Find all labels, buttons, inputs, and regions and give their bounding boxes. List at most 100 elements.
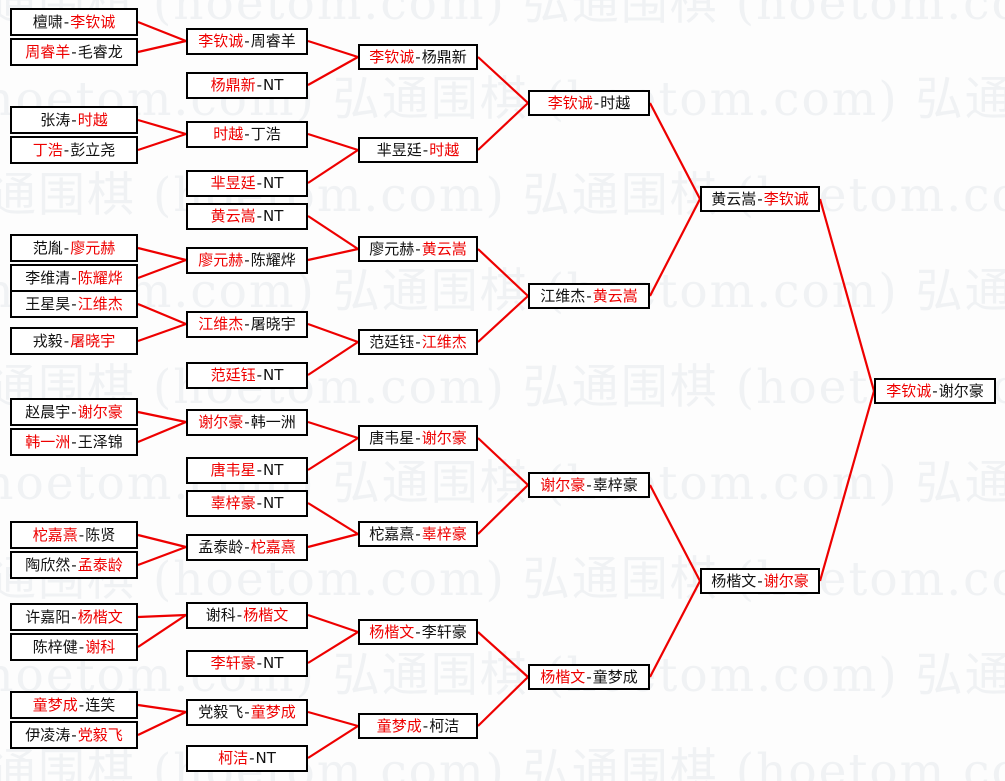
match-box[interactable]: 许嘉阳-杨楷文 xyxy=(10,603,138,631)
player-left: 周睿羊 xyxy=(25,42,71,61)
match-box[interactable]: 廖元赫-陈耀烨 xyxy=(186,247,308,274)
match-box[interactable]: 伊凌涛-党毅飞 xyxy=(10,721,138,749)
match-box[interactable]: 杨楷文-谢尔豪 xyxy=(700,568,820,594)
match-box[interactable]: 李维清-陈耀烨 xyxy=(10,264,138,292)
bracket-connector xyxy=(137,258,187,280)
bracket-connector xyxy=(477,631,529,678)
match-box[interactable]: 谢尔豪-韩一洲 xyxy=(186,409,308,436)
match-box[interactable]: 唐韦星-NT xyxy=(186,457,308,484)
match-box[interactable]: 范胤-廖元赫 xyxy=(10,234,138,262)
player-left: 谢尔豪 xyxy=(540,475,586,494)
match-box[interactable]: 童梦成-连笑 xyxy=(10,691,138,719)
bracket-connector xyxy=(137,703,187,714)
player-right: NT xyxy=(263,207,284,225)
player-right: 丁浩 xyxy=(250,125,281,143)
bracket-connector xyxy=(818,198,876,392)
match-box[interactable]: 李钦诚-时越 xyxy=(528,90,650,116)
match-box[interactable]: 唐韦星-谢尔豪 xyxy=(358,425,478,451)
player-separator: - xyxy=(415,239,421,258)
player-right: 韩一洲 xyxy=(250,413,296,431)
player-left: 赵晨宇 xyxy=(25,402,71,421)
match-box[interactable]: 戎毅-屠晓宇 xyxy=(10,327,138,355)
player-right: 时越 xyxy=(600,93,631,112)
match-box[interactable]: 周睿羊-毛睿龙 xyxy=(10,38,138,66)
match-box[interactable]: 李钦诚-谢尔豪 xyxy=(874,378,996,404)
player-separator: - xyxy=(586,667,592,686)
match-box[interactable]: 廖元赫-黄云嵩 xyxy=(358,236,478,262)
match-box[interactable]: 孟泰龄-柁嘉熹 xyxy=(186,534,308,561)
player-left: 范廷钰 xyxy=(210,366,256,384)
match-box[interactable]: 童梦成-柯洁 xyxy=(358,713,478,739)
match-box[interactable]: 杨鼎新-NT xyxy=(186,72,308,99)
player-left: 伊凌涛 xyxy=(25,725,71,744)
match-box[interactable]: 韩一洲-王泽锦 xyxy=(10,428,138,456)
player-separator: - xyxy=(244,413,250,431)
bracket-connector xyxy=(137,118,187,136)
player-left: 芈昱廷 xyxy=(210,174,256,192)
match-box[interactable]: 张涛-时越 xyxy=(10,106,138,134)
player-left: 辜梓豪 xyxy=(210,494,256,512)
player-separator: - xyxy=(593,93,600,112)
player-left: 李轩豪 xyxy=(210,654,256,672)
match-box[interactable]: 江维杰-黄云嵩 xyxy=(528,283,650,309)
match-box[interactable]: 芈昱廷-NT xyxy=(186,170,308,197)
player-right: 柁嘉熹 xyxy=(250,538,296,556)
match-box[interactable]: 赵晨宇-谢尔豪 xyxy=(10,398,138,426)
player-right: 毛睿龙 xyxy=(77,42,123,61)
player-separator: - xyxy=(757,189,763,208)
player-separator: - xyxy=(415,622,421,641)
bracket-connector xyxy=(137,410,187,424)
player-right: 王泽锦 xyxy=(77,432,123,451)
player-separator: - xyxy=(63,238,70,257)
player-right: 谢尔豪 xyxy=(763,571,809,590)
player-right: 李钦诚 xyxy=(763,189,809,208)
match-box[interactable]: 黄云嵩-NT xyxy=(186,203,308,230)
match-box[interactable]: 陶欣然-孟泰龄 xyxy=(10,551,138,579)
player-right: 杨鼎新 xyxy=(421,47,467,66)
match-box[interactable]: 谢科-杨楷文 xyxy=(186,602,308,629)
player-right: 屠晓宇 xyxy=(70,331,116,350)
player-left: 孟泰龄 xyxy=(198,538,244,556)
match-box[interactable]: 芈昱廷-时越 xyxy=(358,137,478,163)
player-left: 李钦诚 xyxy=(886,381,932,400)
match-box[interactable]: 杨楷文-李轩豪 xyxy=(358,619,478,645)
player-separator: - xyxy=(71,268,77,287)
player-right: 童梦成 xyxy=(592,667,638,686)
match-box[interactable]: 柁嘉熹-辜梓豪 xyxy=(358,521,478,547)
match-box[interactable]: 辜梓豪-NT xyxy=(186,490,308,517)
match-box[interactable]: 党毅飞-童梦成 xyxy=(186,699,308,726)
player-left: 杨楷文 xyxy=(540,667,586,686)
bracket-connector xyxy=(477,676,529,727)
bracket-connector xyxy=(137,545,187,567)
match-box[interactable]: 李钦诚-周睿羊 xyxy=(186,28,308,55)
bracket-connector xyxy=(137,614,187,648)
bracket-connector xyxy=(137,132,187,152)
match-box[interactable]: 柁嘉熹-陈贤 xyxy=(10,521,138,549)
match-box[interactable]: 李钦诚-杨鼎新 xyxy=(358,44,478,70)
match-box[interactable]: 李轩豪-NT xyxy=(186,650,308,677)
bracket-connector xyxy=(137,533,187,549)
watermark-text: 弘通围棋 (hoetom.com) 弘通围棋 (hoetom.com) 弘通围棋… xyxy=(0,648,1005,703)
bracket-connector xyxy=(307,56,359,86)
match-box[interactable]: 谢尔豪-辜梓豪 xyxy=(528,472,650,498)
player-right: NT xyxy=(263,366,284,384)
player-left: 戎毅 xyxy=(32,331,63,350)
match-box[interactable]: 王星昊-江维杰 xyxy=(10,290,138,318)
bracket-connector xyxy=(307,613,359,634)
player-right: 谢尔豪 xyxy=(77,402,123,421)
match-box[interactable]: 丁浩-彭立尧 xyxy=(10,136,138,164)
match-box[interactable]: 杨楷文-童梦成 xyxy=(528,664,650,690)
match-box[interactable]: 黄云嵩-李钦诚 xyxy=(700,186,820,212)
match-box[interactable]: 陈梓健-谢科 xyxy=(10,633,138,661)
match-box[interactable]: 柯洁-NT xyxy=(186,745,308,772)
match-box[interactable]: 檀啸-李钦诚 xyxy=(10,8,138,36)
bracket-connector xyxy=(307,215,359,250)
match-box[interactable]: 江维杰-屠晓宇 xyxy=(186,311,308,338)
bracket-connector xyxy=(307,710,359,728)
match-box[interactable]: 范廷钰-江维杰 xyxy=(358,329,478,355)
match-box[interactable]: 范廷钰-NT xyxy=(186,362,308,389)
match-box[interactable]: 时越-丁浩 xyxy=(186,121,308,148)
player-left: 李钦诚 xyxy=(547,93,593,112)
player-right: 辜梓豪 xyxy=(421,524,467,543)
